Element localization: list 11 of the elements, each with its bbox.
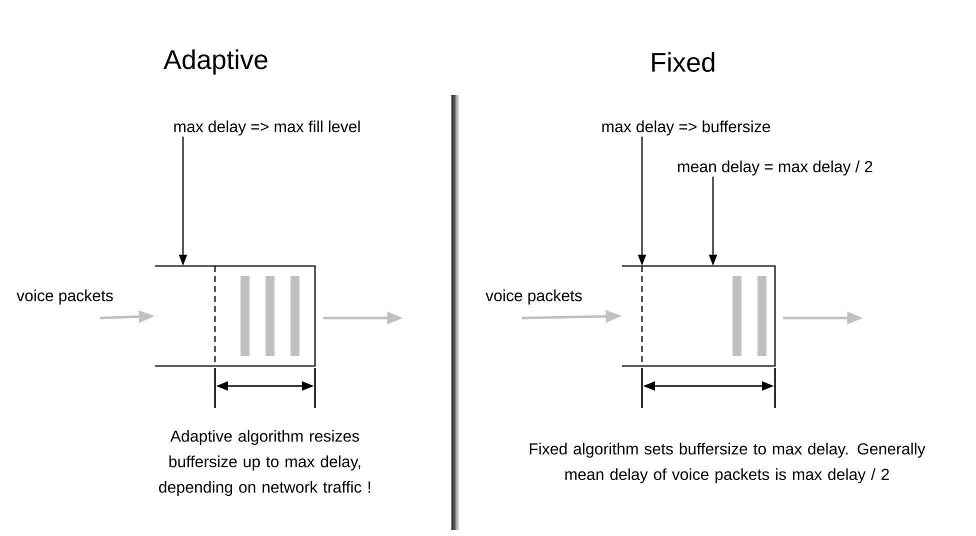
text-label: voice packets: [16, 290, 113, 304]
buffer-drawing: [622, 265, 776, 367]
text-label: mean delay = max delay / 2: [678, 160, 872, 176]
heading: Fixed: [652, 52, 714, 72]
caption: Adaptive algorithm resizes buffersize up to max delay, depending on network traffic !: [159, 430, 370, 496]
text-label: voice packets: [486, 290, 582, 304]
caption: Fixed algorithm sets buffersize to max delay. Generally mean delay of voice packets is max delay / 2: [530, 442, 926, 484]
heading: Adaptive: [164, 49, 268, 75]
text-label: max delay => buffersize: [602, 120, 770, 136]
text-label: max delay => max fill level: [174, 120, 360, 136]
buffer-drawing: [155, 265, 316, 367]
